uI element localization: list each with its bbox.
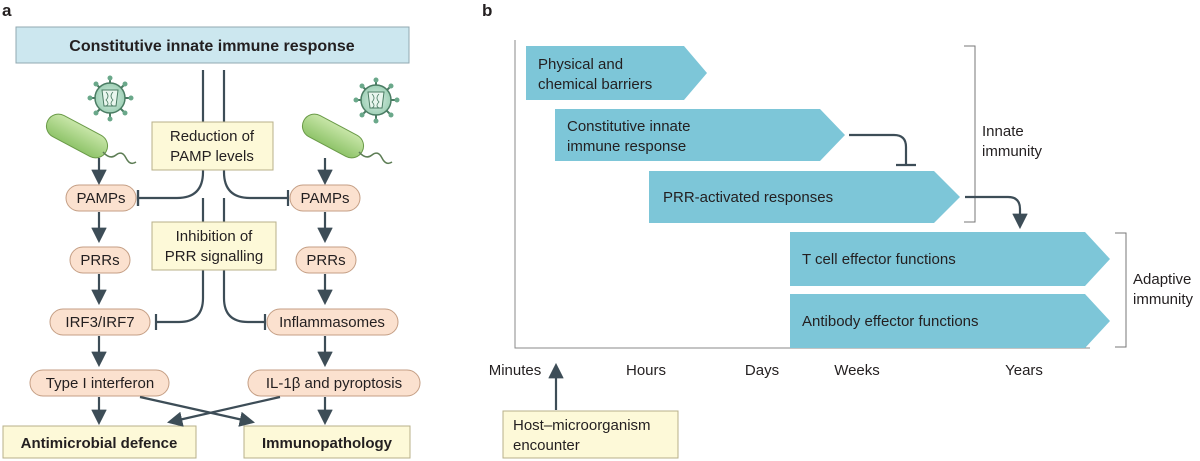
panel-a-label: a bbox=[2, 1, 12, 20]
band-prr-line1: PRR-activated responses bbox=[663, 189, 833, 206]
immunopathology-box bbox=[243, 425, 411, 459]
right-pamps-label: PAMPs bbox=[301, 190, 350, 207]
innate-response-banner bbox=[15, 26, 410, 64]
band-tcell bbox=[790, 232, 1110, 286]
note-reduction-line2: PAMP levels bbox=[170, 148, 254, 165]
irf-label: IRF3/IRF7 bbox=[65, 314, 134, 331]
virus-right-icon bbox=[353, 77, 400, 124]
encounter-box bbox=[502, 410, 679, 459]
right-prrs-label: PRRs bbox=[306, 252, 345, 269]
left-pamps-pill bbox=[65, 184, 137, 212]
encounter-line1: Host–microorganism bbox=[513, 417, 651, 434]
note-reduction-line1: Reduction of bbox=[170, 128, 255, 145]
inhibition-connector bbox=[849, 133, 908, 164]
left-pamps-label: PAMPs bbox=[77, 190, 126, 207]
inflammasomes-label: Inflammasomes bbox=[279, 314, 385, 331]
panel-b-label: b bbox=[482, 1, 492, 20]
antimicrobial-defence-box bbox=[2, 425, 197, 459]
band-barriers-line1: Physical and bbox=[538, 56, 623, 73]
band-antibody bbox=[790, 294, 1110, 348]
band-constitutive bbox=[555, 109, 845, 161]
inflammasomes-pill bbox=[266, 308, 399, 336]
band-prr bbox=[649, 171, 960, 223]
band-antibody-line1: Antibody effector functions bbox=[802, 313, 979, 330]
note-inhibition-line1: Inhibition of bbox=[176, 228, 254, 245]
left-prrs-label: PRRs bbox=[80, 252, 119, 269]
note-inhibition-line2: PRR signalling bbox=[165, 248, 263, 265]
tick-minutes: Minutes bbox=[489, 362, 542, 379]
band-constitutive-line2: immune response bbox=[567, 138, 686, 155]
banner-text: Constitutive innate immune response bbox=[69, 38, 354, 55]
irf-pill bbox=[49, 308, 151, 336]
note-inhibition bbox=[151, 221, 277, 271]
right-pamps-pill bbox=[289, 184, 361, 212]
cross-arrow-to-immunopathology bbox=[139, 395, 256, 427]
adaptive-bracket bbox=[1115, 232, 1127, 348]
band-tcell-line1: T cell effector functions bbox=[802, 251, 956, 268]
band-barriers bbox=[526, 46, 707, 100]
trunk-to-irf bbox=[156, 198, 205, 324]
bacterium-left-icon bbox=[45, 113, 137, 165]
innate-label-line2: immunity bbox=[982, 143, 1043, 160]
type1-ifn-label: Type I interferon bbox=[46, 375, 154, 392]
right-prrs-pill bbox=[295, 246, 357, 274]
adaptive-label-line1: Adaptive bbox=[1133, 271, 1191, 288]
virus-left-icon bbox=[87, 75, 134, 122]
type1-ifn-pill bbox=[29, 369, 170, 397]
trunk-to-left-pamps bbox=[138, 70, 205, 200]
tick-hours: Hours bbox=[626, 362, 666, 379]
band-constitutive-line1: Constitutive innate bbox=[567, 118, 690, 135]
cross-arrow-to-defence bbox=[166, 395, 281, 427]
innate-bracket bbox=[964, 45, 976, 223]
encounter-line2: encounter bbox=[513, 437, 580, 454]
antimicrobial-defence-label: Antimicrobial defence bbox=[21, 435, 178, 452]
tick-days: Days bbox=[745, 362, 779, 379]
innate-to-adaptive-arrow bbox=[965, 195, 1028, 230]
adaptive-label-line2: immunity bbox=[1133, 291, 1194, 308]
immunopathology-label: Immunopathology bbox=[262, 435, 393, 452]
il1-pill bbox=[247, 369, 421, 397]
left-prrs-pill bbox=[69, 246, 131, 274]
innate-label-line1: Innate bbox=[982, 123, 1024, 140]
note-reduction bbox=[151, 121, 274, 171]
il1-label: IL-1β and pyroptosis bbox=[266, 375, 402, 392]
tick-years: Years bbox=[1005, 362, 1043, 379]
trunk-to-inflammasomes bbox=[222, 198, 265, 324]
band-barriers-line2: chemical barriers bbox=[538, 76, 652, 93]
trunk-to-right-pamps bbox=[222, 70, 288, 200]
bacterium-right-icon bbox=[301, 113, 393, 165]
tick-weeks: Weeks bbox=[834, 362, 880, 379]
